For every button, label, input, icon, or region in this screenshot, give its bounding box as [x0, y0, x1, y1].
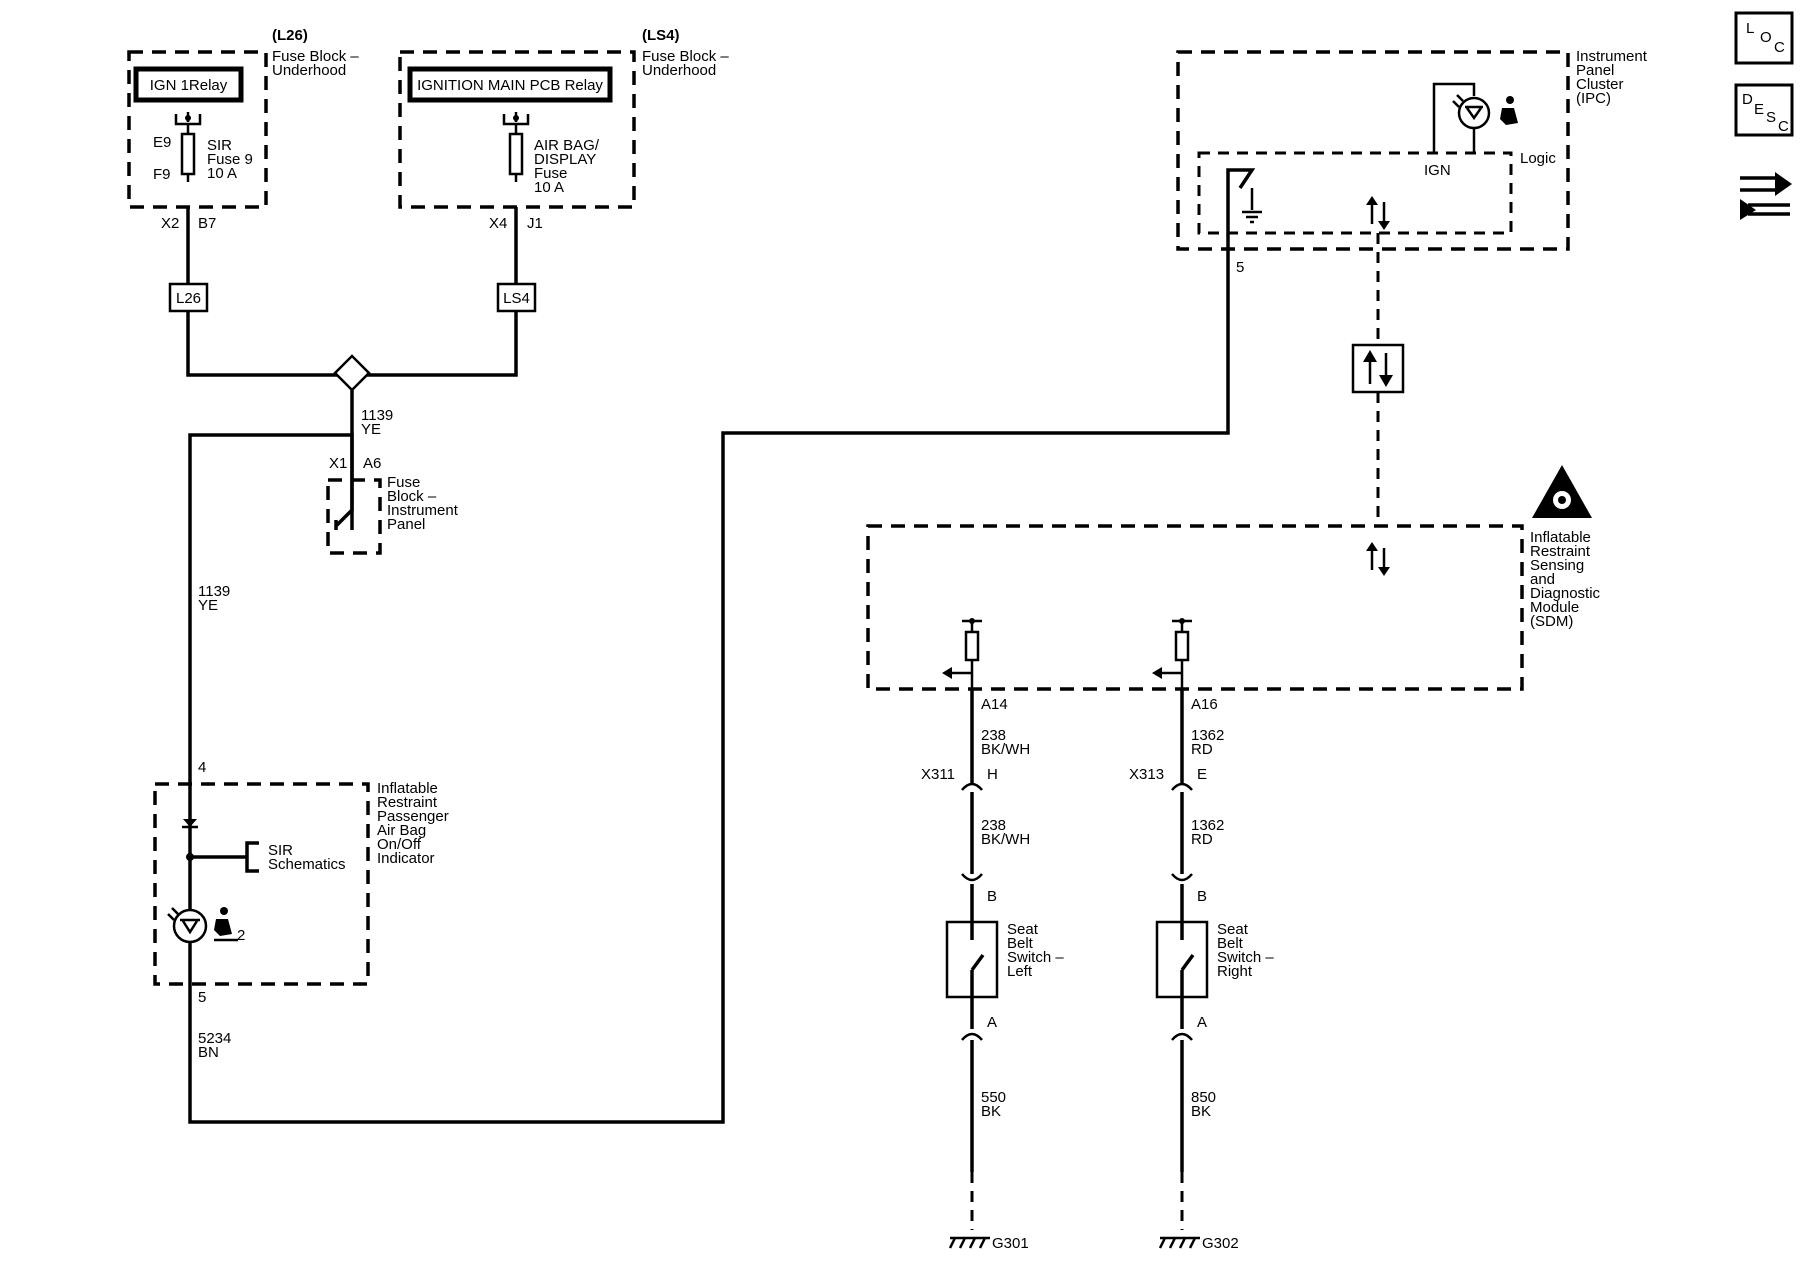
- l26-pin-f9: F9: [153, 166, 171, 183]
- svg-text:C: C: [1774, 39, 1785, 56]
- ignition-main-relay-label: IGNITION MAIN PCB Relay: [417, 77, 603, 94]
- right-pin-a16: A16: [1191, 696, 1218, 713]
- svg-text:L26: L26: [176, 290, 201, 307]
- ground-g302-icon: [1158, 1236, 1200, 1249]
- l26-code: (L26): [272, 27, 308, 44]
- right-conn-pin-e: E: [1197, 766, 1207, 783]
- svg-text:S: S: [1766, 109, 1776, 126]
- ip-conn-x1: X1: [329, 455, 347, 472]
- left-pin-a: A: [987, 1014, 997, 1031]
- wire-5234: [188, 258, 1230, 1124]
- sdm-warning-icon: [1532, 465, 1592, 518]
- serial-data-box: [1351, 343, 1405, 394]
- ls4-pin-j1: J1: [527, 215, 543, 232]
- svg-text:L: L: [1746, 20, 1754, 37]
- l26-conn-x2: X2: [161, 215, 179, 232]
- right-ground-g302: G302: [1202, 1235, 1239, 1252]
- indicator-number: 2: [237, 927, 245, 944]
- ipc-logic-label: Logic: [1520, 150, 1556, 167]
- l26-location: Fuse Block –Underhood: [272, 48, 359, 79]
- svg-text:D: D: [1742, 91, 1753, 108]
- right-pin-b: B: [1197, 888, 1207, 905]
- svg-text:E: E: [1754, 101, 1764, 118]
- left-pin-a14: A14: [981, 696, 1008, 713]
- passenger-airbag-icon: [214, 907, 238, 942]
- right-conn-x313: X313: [1129, 766, 1164, 783]
- fuse-block-l26: (L26) Fuse Block –Underhood IGN 1Relay E…: [127, 27, 359, 232]
- ipc-airbag-icon: [1500, 96, 1518, 125]
- ls4-conn-x4: X4: [489, 215, 507, 232]
- sdm-data-arrow-icon: [1366, 542, 1390, 576]
- left-conn-x311: X311: [921, 766, 955, 783]
- l26-pin-e9: E9: [153, 134, 171, 151]
- svg-text:LS4: LS4: [503, 290, 530, 307]
- badge-l26: L26: [168, 282, 209, 313]
- left-pin-b: B: [987, 888, 997, 905]
- ls4-location: Fuse Block –Underhood: [642, 48, 729, 79]
- right-pin-a: A: [1197, 1014, 1207, 1031]
- svg-text:O: O: [1760, 29, 1772, 46]
- left-conn-pin-h: H: [987, 766, 998, 783]
- ign1-relay-label: IGN 1Relay: [150, 77, 228, 94]
- indicator-pin-4: 4: [198, 759, 206, 776]
- indicator-pin-5: 5: [198, 989, 206, 1006]
- fuse-block-ls4: (LS4) Fuse Block –Underhood IGNITION MAI…: [398, 27, 729, 232]
- ipc-lamp-icon: [1457, 96, 1491, 130]
- ipc-ign-label: IGN: [1424, 162, 1451, 179]
- loc-button[interactable]: L O C: [1734, 11, 1794, 65]
- wire-1139-lower: [188, 433, 354, 770]
- ip-pin-a6: A6: [363, 455, 381, 472]
- indicator-lamp-icon: [172, 908, 208, 944]
- desc-button[interactable]: D E S C: [1734, 83, 1794, 137]
- ipc-pin-5: 5: [1236, 259, 1244, 276]
- connector-tool-icon[interactable]: [1740, 172, 1792, 220]
- left-ground-g301: G301: [992, 1235, 1029, 1252]
- ipc-data-arrow-icon: [1366, 196, 1390, 230]
- svg-text:C: C: [1778, 118, 1789, 135]
- badge-ls4: LS4: [496, 282, 537, 313]
- splice-diamond: [333, 354, 371, 392]
- ls4-code: (LS4): [642, 27, 680, 44]
- l26-pin-b7: B7: [198, 215, 216, 232]
- ground-g301-icon: [948, 1236, 990, 1249]
